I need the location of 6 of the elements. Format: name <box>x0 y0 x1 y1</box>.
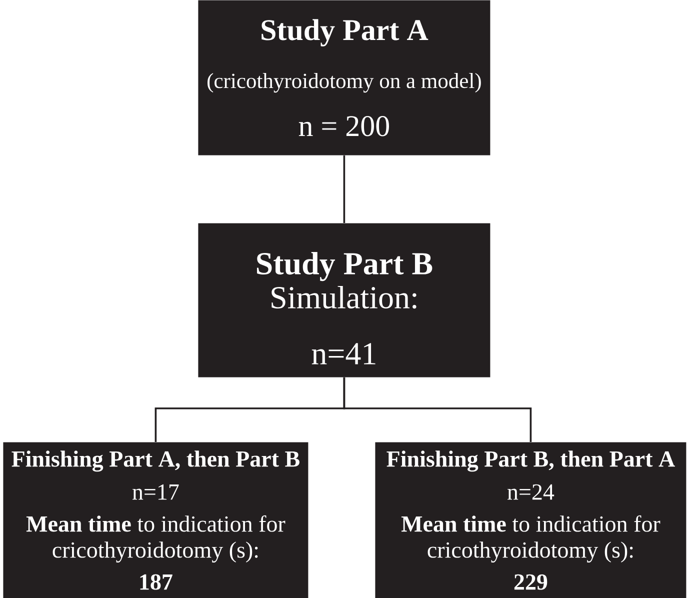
connector-line <box>343 377 532 442</box>
connector-line <box>343 155 346 223</box>
study-box: Study Part B Simulation: n=41 <box>198 223 490 378</box>
study-box: Finishing Part B, then Part A n=24 Mean time to indication for cricothyroidotomy (s): 229 <box>375 442 686 598</box>
study-box: Finishing Part A, then Part B n=17 Mean time to indication for cricothyroidotomy (s): 187 <box>3 442 308 598</box>
study-box: Study Part A (cricothyroidotomy on a model) n = 200 <box>198 0 490 156</box>
